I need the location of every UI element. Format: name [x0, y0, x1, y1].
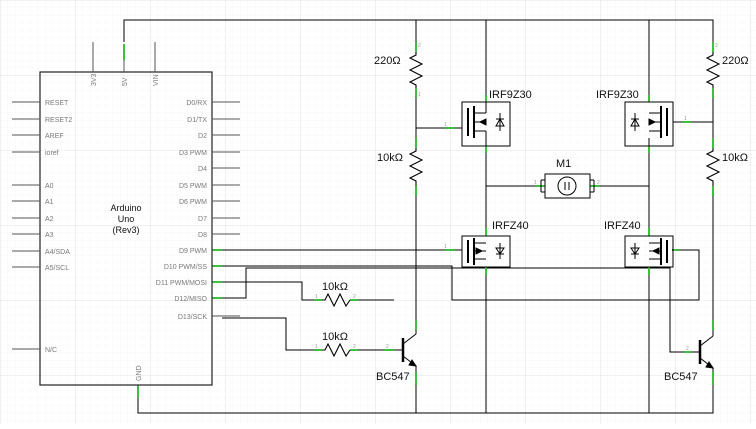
pin-d0: D0/RX [186, 100, 207, 107]
arduino-uno[interactable]: 3V3 5V VIN RESET RESET2 AREF ioref A0 A1… [12, 42, 240, 386]
pin-reset: RESET [45, 100, 69, 107]
label-motor: M1 [556, 158, 571, 170]
label-r-mid-left: 10kΩ [377, 152, 403, 164]
pin-d8: D8 [198, 232, 207, 239]
label-r-d12: 10kΩ [322, 281, 348, 293]
pin-number: 2 [353, 294, 356, 300]
pin-a2: A2 [45, 216, 54, 223]
pin-number: 2 [353, 344, 356, 350]
wires [123, 19, 714, 414]
pin-number: 1 [534, 180, 537, 186]
resistor-220-left[interactable] [408, 52, 424, 88]
pin-number: 2 [386, 344, 389, 350]
pin-d9: D9 PWM [179, 248, 207, 255]
pin-number: 2 [686, 346, 689, 352]
label-p-mosfet-left: IRF9Z30 [489, 89, 532, 101]
pin-d1: D1/TX [187, 117, 207, 124]
resistor-10k-left[interactable] [408, 148, 424, 186]
motor-m1[interactable] [540, 173, 595, 199]
arduino-body [39, 71, 213, 386]
p-mosfet-right[interactable] [624, 101, 682, 147]
pin-number: 1 [444, 244, 447, 250]
pin-d6: D6 PWM [179, 199, 207, 206]
transistor-bc547-left[interactable] [394, 330, 418, 372]
pin-aref: AREF [45, 133, 64, 140]
pin-ioref: ioref [45, 150, 59, 157]
resistor-10k-d13[interactable] [322, 342, 351, 358]
pin-d12: D12/MISO [174, 296, 207, 303]
arduino-title-line2: Uno [118, 214, 135, 224]
arduino-title-line3: (Rev3) [112, 225, 139, 235]
pin-d3: D3 PWM [179, 150, 207, 157]
pin-number: 1 [444, 122, 447, 128]
pin-a1: A1 [45, 199, 54, 206]
label-p-mosfet-right: IRF9Z30 [596, 89, 639, 101]
label-r-mid-right: 10kΩ [722, 152, 748, 164]
pin-a3: A3 [45, 232, 54, 239]
p-mosfet-left[interactable] [455, 101, 511, 147]
pin-gnd: GND [136, 365, 143, 381]
pin-reset2: RESET2 [45, 117, 72, 124]
label-transistor-left: BC547 [376, 371, 410, 383]
pin-5v: 5V [122, 77, 129, 86]
label-n-mosfet-left: IRFZ40 [492, 220, 529, 232]
pin-d11: D11 PWM/MOSI [156, 280, 207, 287]
pin-a4-sda: A4/SDA [45, 249, 70, 256]
pin-number: 1 [315, 294, 318, 300]
pin-d13: D13/SCK [178, 314, 208, 321]
arduino-title-line1: Arduino [110, 203, 141, 213]
pin-number: 2 [715, 43, 718, 49]
label-n-mosfet-right: IRFZ40 [604, 220, 641, 232]
pin-3v3: 3V3 [91, 73, 98, 86]
pin-number: 1 [684, 116, 687, 122]
pin-d10: D10 PWM/SS [164, 264, 208, 271]
pin-nc: N/C [45, 347, 57, 354]
pin-d5: D5 PWM [179, 183, 207, 190]
pin-number: 2 [418, 43, 421, 49]
pin-d4: D4 [198, 166, 207, 173]
resistor-220-right[interactable] [705, 52, 721, 88]
pin-d2: D2 [198, 133, 207, 140]
label-r-top-right: 220Ω [722, 55, 749, 67]
resistor-10k-d12[interactable] [322, 292, 351, 308]
pin-vin: VIN [153, 74, 160, 86]
n-mosfet-right[interactable] [624, 235, 674, 268]
label-r-top-left: 220Ω [374, 55, 401, 67]
transistor-bc547-right[interactable] [691, 330, 715, 372]
pin-a5-scl: A5/SCL [45, 265, 69, 272]
pin-number: 1 [315, 344, 318, 350]
pin-d7: D7 [198, 216, 207, 223]
label-r-d13: 10kΩ [322, 331, 348, 343]
label-transistor-right: BC547 [664, 371, 698, 383]
pin-number: 1 [418, 92, 421, 98]
resistor-10k-right[interactable] [705, 148, 721, 186]
pin-number: 2 [597, 180, 600, 186]
pin-a0: A0 [45, 183, 54, 190]
pin-number-labels: 2 1 1 2 1 1 2 1 1 2 1 2 2 2 [315, 43, 718, 352]
pin-end-markers [123, 42, 714, 398]
n-mosfet-left[interactable] [455, 235, 511, 268]
